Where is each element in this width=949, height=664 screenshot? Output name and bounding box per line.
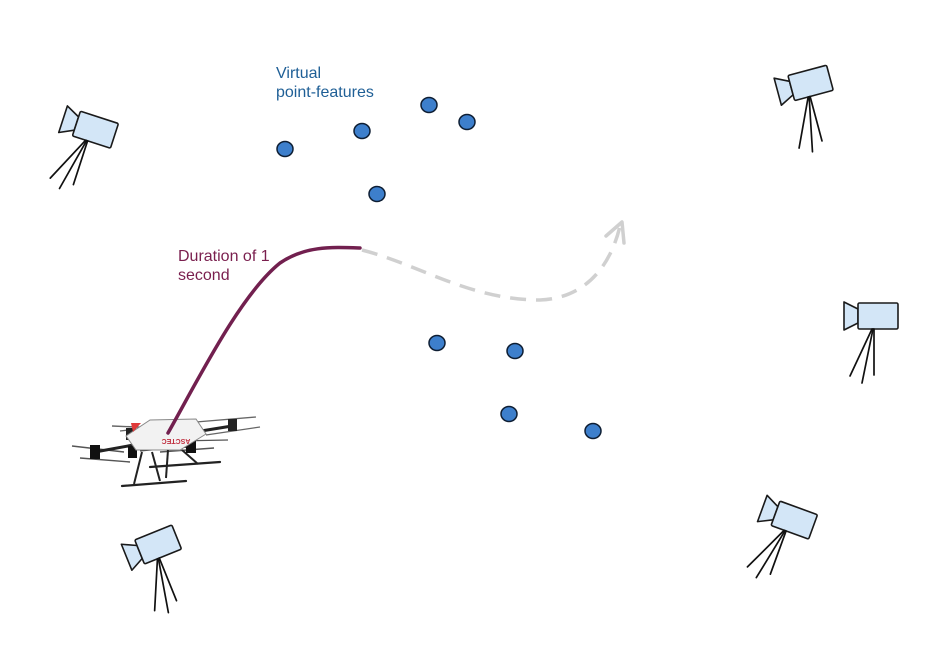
trajectory-past-line: [166, 245, 362, 435]
features-label-line1: Virtual: [276, 65, 322, 82]
virtual-point-features-label: Virtual point-features: [276, 64, 374, 102]
camera-middle-right: [843, 301, 899, 384]
point-feature: [420, 96, 438, 114]
trajectory-predicted-line: [361, 225, 622, 302]
duration-label-line1: Duration of 1: [178, 248, 270, 265]
camera-bottom-right: [738, 494, 819, 591]
point-feature: [276, 140, 294, 158]
trajectory-arrow-head: [604, 220, 626, 245]
point-features: [276, 96, 602, 440]
camera-bottom-left: [120, 523, 203, 621]
point-feature: [584, 422, 602, 440]
point-feature: [428, 334, 446, 352]
duration-label-line2: second: [178, 267, 230, 284]
point-feature: [368, 185, 386, 203]
point-feature: [500, 405, 518, 423]
point-feature: [458, 113, 476, 131]
quadrotor-drone: ASCTEC: [71, 416, 261, 488]
camera-top-left: [41, 105, 120, 201]
point-feature: [506, 342, 524, 360]
camera-top-right: [773, 63, 849, 158]
point-feature: [353, 122, 371, 140]
features-label-line2: point-features: [276, 84, 374, 101]
drone-brand-text: ASCTEC: [162, 437, 191, 444]
duration-label: Duration of 1 second: [178, 247, 270, 285]
